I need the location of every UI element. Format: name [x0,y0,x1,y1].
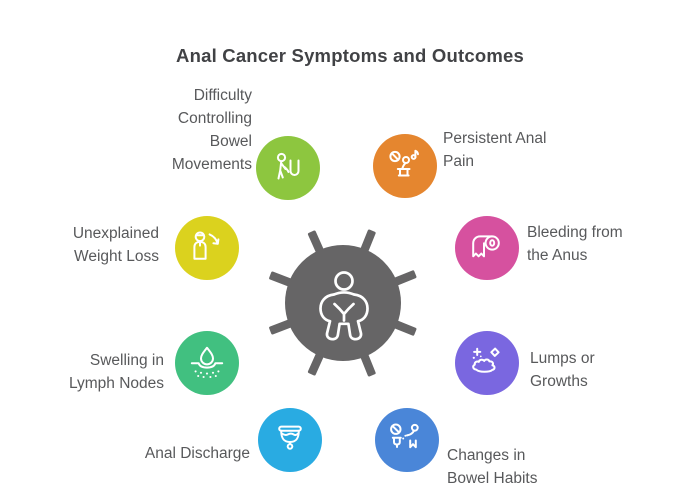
discharge-cup-icon [278,425,302,450]
symptom-label: Difficulty Controlling Bowel Movements [171,87,252,173]
lymph-swelling-icon [190,346,224,379]
symptom-circle-weight-loss [175,216,239,280]
lump-icon [472,347,500,373]
symptom-label: Changes in Bowel Habits [447,447,538,487]
symptom-label: Anal Discharge [144,445,250,462]
symptom-circle-bowel-habits [375,408,439,472]
symptom-label: Unexplained Weight Loss [72,225,159,265]
symptom-label: Persistent Anal Pain [443,130,547,170]
hub-circle [285,245,401,361]
toilet-urgency-icon [276,152,300,180]
person-on-toilet-icon [389,149,419,177]
symptom-circle-persistent-pain [373,134,437,198]
symptom-label: Lumps or Growths [530,350,595,390]
weight-loss-icon [193,231,220,260]
symptom-circle-discharge [258,408,322,472]
hub-diagram [269,229,417,377]
symptom-label: Swelling in Lymph Nodes [68,352,164,392]
symptom-circle-difficulty-bowel [256,136,320,200]
page-title: Anal Cancer Symptoms and Outcomes [176,45,524,66]
toilet-paper-icon [472,235,500,258]
symptom-circle-lymph-swelling [175,331,239,395]
bowel-change-icon [390,423,419,449]
patient-icon [319,271,369,341]
symptom-circle-lumps [455,331,519,395]
symptom-circle-bleeding [455,216,519,280]
symptom-label: Bleeding from the Anus [527,224,623,264]
